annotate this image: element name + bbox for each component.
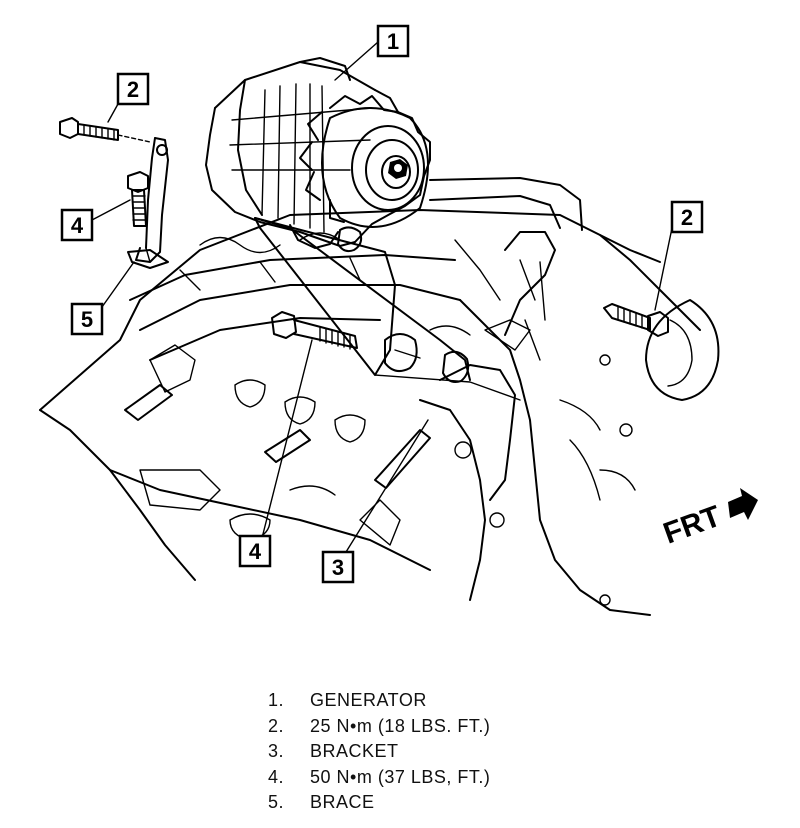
legend-text: BRACE [310, 792, 375, 812]
bracket [254, 217, 521, 401]
engine-block [39, 177, 720, 616]
generator [205, 57, 431, 253]
callout-3: 3 [321, 550, 355, 584]
legend-text: 50 N•m (37 LBS, FT.) [310, 766, 491, 787]
callout-5: 5 [70, 302, 104, 336]
legend-number: 1. [268, 690, 285, 710]
legend-item: 1. GENERATOR [268, 688, 688, 714]
front-direction-indicator: FRT [659, 488, 758, 551]
legend-item: 3. BRACKET [268, 739, 688, 765]
legend-number: 3. [268, 741, 285, 761]
legend-item: 2. 25 N•m (18 LBS. FT.) [268, 714, 688, 740]
parts-legend: 1. GENERATOR 2. 25 N•m (18 LBS. FT.) 3. … [268, 688, 688, 816]
callout-2-right-label: 2 [681, 205, 693, 230]
legend-text: BRACKET [310, 741, 399, 761]
callout-4-lower: 4 [238, 534, 272, 568]
bolt-upper-left [59, 117, 151, 143]
callout-1-label: 1 [387, 29, 399, 54]
frt-label: FRT [659, 500, 725, 551]
callout-4-upper-label: 4 [71, 213, 84, 238]
callout-2-right: 2 [670, 200, 704, 234]
legend-text: 25 N•m (18 LBS. FT.) [310, 715, 491, 736]
callout-5-label: 5 [81, 307, 93, 332]
brace [127, 137, 169, 269]
legend-item: 5. BRACE [268, 790, 688, 816]
legend-number: 4. [268, 766, 285, 787]
front-arrow-icon [728, 488, 758, 520]
bolt-long [271, 311, 358, 350]
callout-4-upper: 4 [60, 208, 94, 242]
legend-number: 5. [268, 792, 285, 812]
leader-lines [91, 41, 673, 553]
legend-number: 2. [268, 715, 285, 736]
callout-2-upper-label: 2 [127, 77, 139, 102]
bolt-right [603, 303, 669, 337]
callout-3-label: 3 [332, 555, 344, 580]
callout-4-lower-label: 4 [249, 539, 262, 564]
legend-text: GENERATOR [310, 690, 427, 710]
generator-mounting-diagram: 1 2 2 4 5 4 3 FRT [39, 24, 758, 616]
legend-item: 4. 50 N•m (37 LBS, FT.) [268, 765, 688, 791]
bolt-vertical [127, 171, 149, 227]
callout-2-upper: 2 [116, 72, 150, 106]
callout-1: 1 [376, 24, 410, 58]
